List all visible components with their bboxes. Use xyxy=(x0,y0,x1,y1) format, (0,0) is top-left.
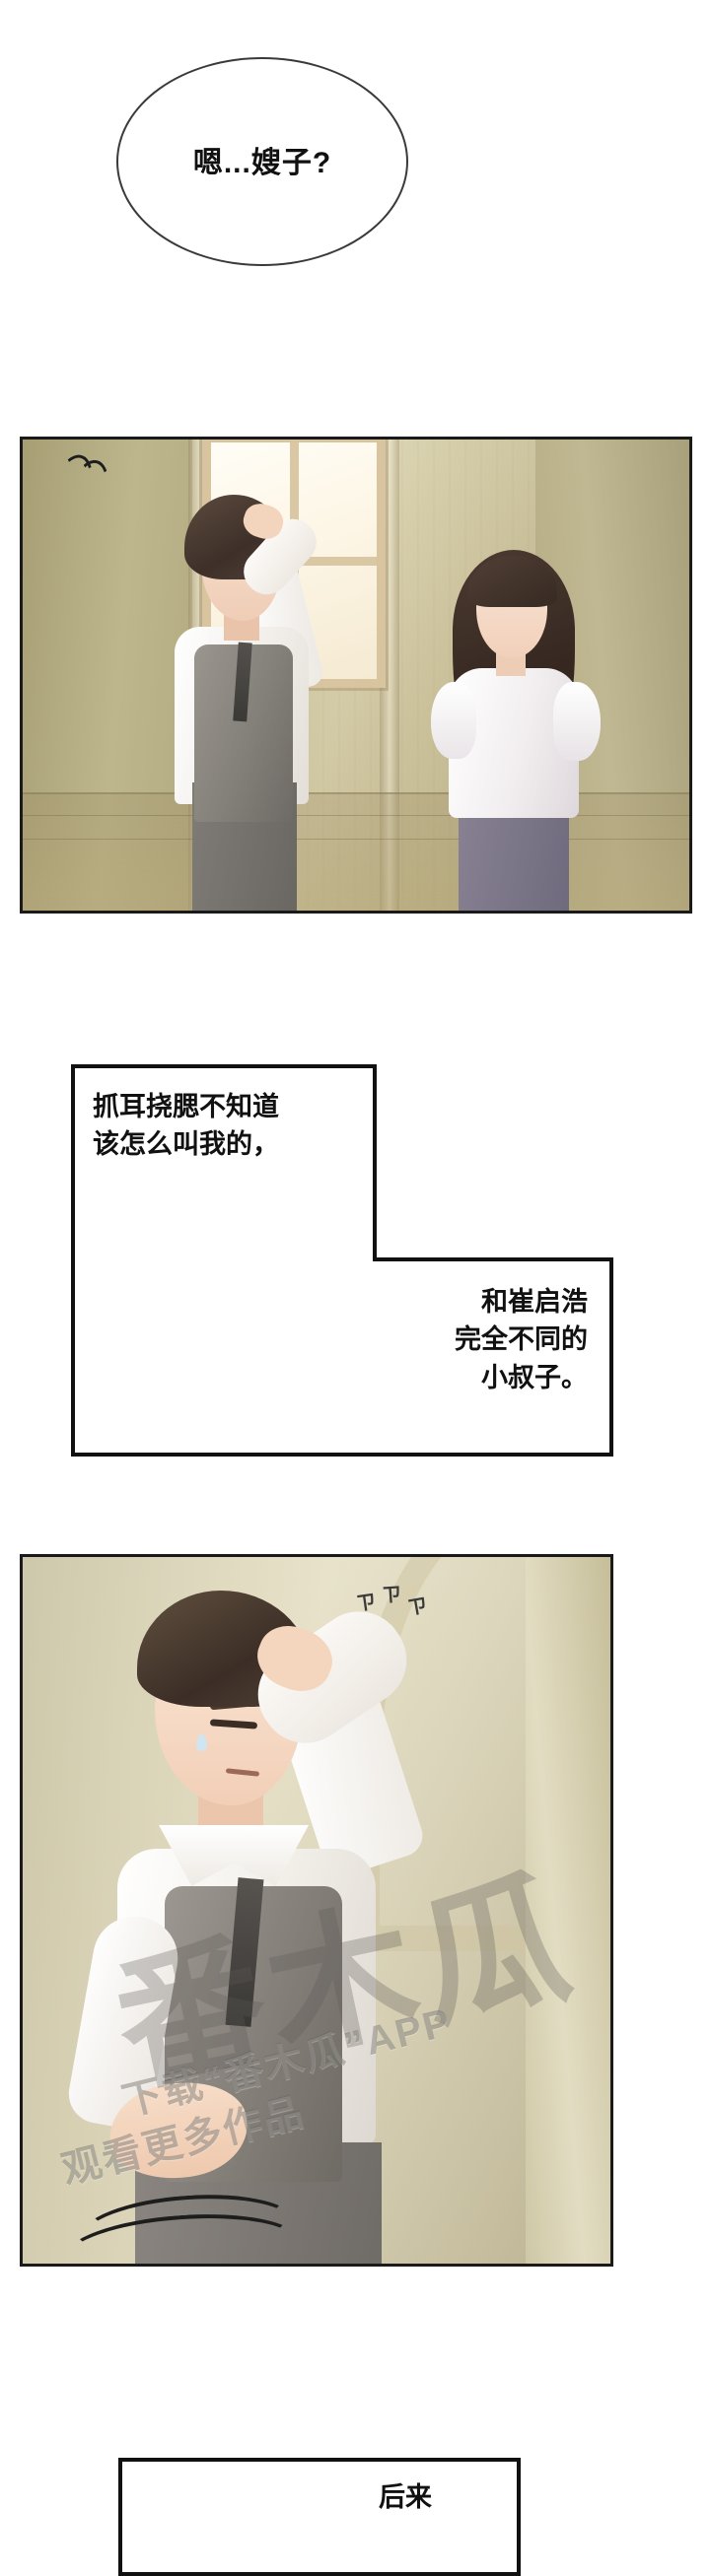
comic-panel-2: ㄗ ㄗ ㄗ 番木瓜 下载“番木瓜”APP 观看更多作品 xyxy=(20,1554,613,2267)
sfx-sweat-2: ㄗ xyxy=(381,1582,402,1607)
speech-bubble-1-text: 嗯...嫂子? xyxy=(192,147,332,179)
narration-box-1: 抓耳挠腮不知道 该怎么叫我的， 和崔启浩 完全不同的 小叔子。 xyxy=(71,1064,613,1457)
woman-sleeve-left xyxy=(431,682,476,759)
speech-bubble-1: 嗯...嫂子? xyxy=(116,57,408,266)
woman-hair-fringe xyxy=(468,556,557,607)
panel-1-floor-line-2 xyxy=(23,815,689,816)
narration-box-1-lower xyxy=(71,1257,613,1457)
woman-skirt xyxy=(459,806,569,911)
woman-sleeve-right xyxy=(553,682,601,761)
panel-1-floor-line-3 xyxy=(23,839,689,840)
panel-2-wall-right xyxy=(526,1557,610,2264)
man2-sweat-drop xyxy=(196,1734,207,1751)
narration-box-1-text-top: 抓耳挠腮不知道 该怎么叫我的， xyxy=(93,1092,279,1160)
character-man-panel-2 xyxy=(64,1591,545,2264)
comic-panel-1: 嗖 嗖 xyxy=(20,437,692,914)
narration-box-2-text: 后来 xyxy=(379,2482,432,2512)
narration-box-2: 后来 xyxy=(118,2458,521,2576)
sfx-sweat-1: ㄗ xyxy=(354,1589,378,1616)
character-man-panel-1 xyxy=(141,487,328,911)
narration-box-1-seam xyxy=(75,1254,373,1261)
narration-box-1-text-bottom: 和崔启浩 完全不同的 小叔子。 xyxy=(455,1287,588,1392)
panel-1-wall-left xyxy=(23,440,192,911)
character-woman-panel-1 xyxy=(425,544,603,911)
narration-box-1-upper xyxy=(71,1064,377,1261)
panel-1-floor-line-1 xyxy=(23,793,689,794)
webtoon-page: 嗯...嫂子? xyxy=(20,57,692,2576)
